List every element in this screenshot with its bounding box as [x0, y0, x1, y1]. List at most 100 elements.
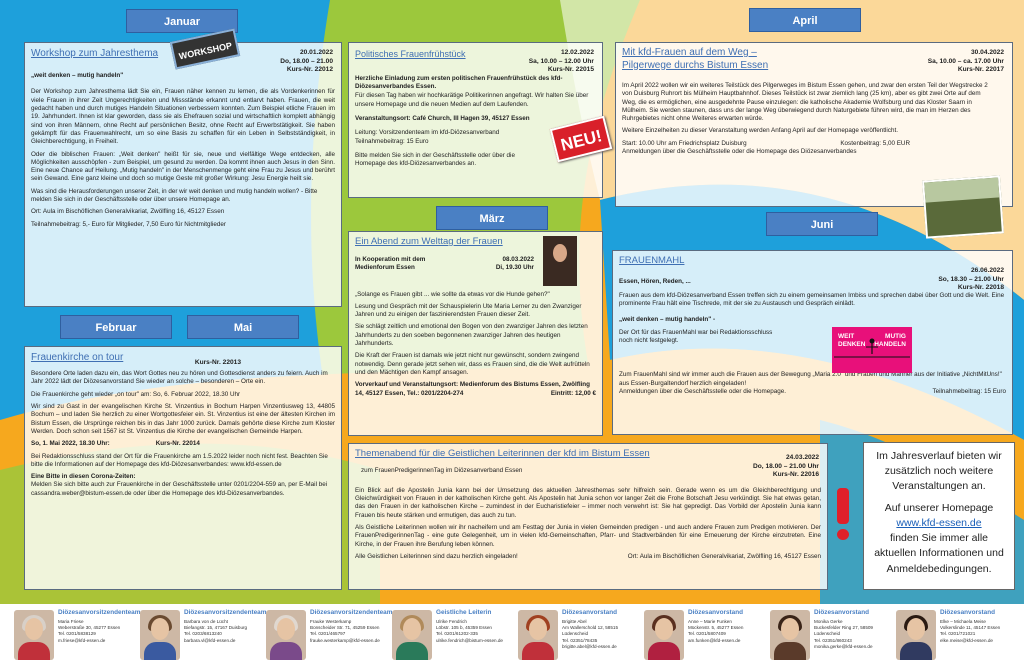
frauenkirche-mai-kurs: Kurs-Nr. 22014	[155, 440, 200, 448]
logo-handeln: HANDELN	[874, 341, 906, 348]
frauenmahl-beitrag: Teilnahmebeitrag: 15 Euro	[932, 387, 1006, 395]
workshop-paragraph-5: Teilnahmebeitrag: 5,- Euro für Mitgliede…	[31, 220, 226, 228]
frauenkirche-title[interactable]: Frauenkirche on tour	[31, 352, 124, 363]
weltfrauen-paragraph-1: „Solange es Frauen gibt ... wie sollte d…	[355, 290, 550, 298]
team-member-photo	[770, 610, 810, 660]
weltfrauen-paragraph-2: Lesung und Gespräch mit der Schauspieler…	[355, 302, 582, 319]
workshop-subtitle: „weit denken – mutig handeln"	[31, 72, 124, 80]
team-member-role: Diözesanvorsitzendenteam	[310, 609, 393, 616]
fruehstueck-paragraph-6: Bitte melden Sie sich in der Geschäftsst…	[355, 151, 515, 168]
pilgrim-photo	[922, 175, 1004, 239]
fruehstueck-date: 12.02.2022	[560, 49, 594, 56]
frauenmahl-subtitle: Essen, Hören, Reden, ...	[619, 277, 691, 285]
weltfrauen-eintritt: Eintritt: 12,00 €	[550, 389, 596, 397]
workshop-paragraph-2: Oder die biblischen Frauen: „Weit denken…	[31, 150, 335, 183]
team-member-details: Ulrike Fendrich Löbstr. 105 b, 45359 Ess…	[436, 619, 503, 643]
exclamation-icon	[836, 488, 850, 540]
info-line-2: Auf unserer Homepage	[884, 501, 994, 514]
pilgerwege-time: Sa, 10.00 – ca. 17.00 Uhr	[927, 57, 1004, 65]
pilgerwege-paragraph-1: Im April 2022 wollen wir ein weiteres Te…	[622, 82, 988, 123]
frauenmahl-paragraph-5: Anmeldungen über die Geschäftsstelle ode…	[619, 387, 786, 395]
team-member-role: Diözesanvorstand	[562, 609, 618, 616]
themenabend-date: 24.03.2022	[785, 454, 819, 461]
fruehstueck-paragraph-3: Veranstaltungsort: Café Church, III Hage…	[355, 115, 530, 123]
month-tab-februar: Februar	[60, 315, 172, 339]
frauenmahl-paragraph-3: Der Ort für das FrauenMahl war bei Redak…	[619, 328, 773, 345]
weltfrauen-date: 08.03.2022	[502, 256, 534, 263]
info-line-3: finden Sie immer alle aktuellen Informat…	[874, 532, 1004, 575]
frauenkirche-kurs: Kurs-Nr. 22013	[194, 359, 241, 366]
team-member-photo	[644, 610, 684, 660]
team-member-role: Diözesanvorsitzendenteam	[184, 609, 267, 616]
frauenkirche-mai-date: So, 1. Mai 2022, 18.30 Uhr:	[31, 440, 110, 448]
team-member-details: Monika Gerke Buckesfelder Ring 27, 58509…	[814, 619, 873, 649]
weltfrauen-paragraph-3: Sie schlägt zeitlich und emotional den B…	[355, 323, 588, 348]
themenabend-meta: 24.03.2022 Do, 18.00 – 21.00 Uhr Kurs-Nr…	[753, 454, 819, 480]
team-member-photo	[896, 610, 936, 660]
workshop-title[interactable]: Workshop zum Jahresthema	[31, 48, 159, 59]
frauenkirche-paragraph-7: Melden Sie sich bitte auch zur Frauenkir…	[31, 481, 328, 497]
frauenkirche-corona-title: Eine Bitte in diesen Corona-Zeiten:	[31, 473, 136, 481]
fruehstueck-paragraph-2: Für diesen Tag haben wir hochkarätige Po…	[355, 92, 589, 108]
month-tab-mai: Mai	[187, 315, 299, 339]
themenabend-time: Do, 18.00 – 21.00 Uhr	[753, 462, 819, 470]
logo-weit: WEIT	[838, 333, 855, 340]
fruehstueck-title[interactable]: Politisches Frauenfrühstück	[355, 49, 466, 59]
team-member-photo	[140, 610, 180, 660]
weltfrauen-title[interactable]: Ein Abend zum Welttag der Frauen	[355, 236, 503, 247]
frauenkirche-paragraph-3: Wir sind zu Gast in der evangelischen Ki…	[31, 403, 335, 435]
homepage-link[interactable]: www.kfd-essen.de	[896, 516, 982, 529]
team-member-photo	[14, 610, 54, 660]
fruehstueck-box: Politisches Frauenfrühstück 12.02.2022 S…	[348, 42, 603, 198]
frauenmahl-time: So, 18.30 – 21.00 Uhr	[938, 275, 1004, 283]
frauenmahl-meta: 26.06.2022 So, 18.30 – 21.00 Uhr Kurs-Nr…	[938, 267, 1004, 293]
pilgerwege-kurs: Kurs-Nr. 22017	[957, 66, 1004, 74]
fruehstueck-paragraph-4: Leitung: Vorsitzendenteam im kfd-Diözesa…	[355, 129, 500, 137]
workshop-box: Workshop zum Jahresthema 20.01.2022 Do, …	[24, 42, 342, 307]
weltfrauen-meta: 08.03.2022 Di, 19.30 Uhr	[464, 256, 534, 273]
team-member-photo	[392, 610, 432, 660]
team-member-details: Anne – Marie Funken Mückenstr. 5, 45277 …	[688, 619, 744, 643]
tightrope-icon	[834, 338, 910, 358]
weltfrauen-box: Ein Abend zum Welttag der Frauen In Koop…	[348, 231, 603, 436]
workshop-meta: 20.01.2022 Do, 18.00 – 21.00 Kurs-Nr. 22…	[280, 49, 333, 75]
team-member-details: Frauke Westerkamp Bonscheider Str. 71, 4…	[310, 619, 380, 643]
weltfrauen-time: Di, 19.30 Uhr	[495, 264, 534, 272]
info-line-1: Im Jahresverlauf bieten wir zusätzlich n…	[876, 450, 1002, 493]
team-member-details: Barbara von de Lücht Biefangstr. 15, 471…	[184, 619, 248, 643]
frauenkirche-paragraph-1: Besondere Orte laden dazu ein, das Wort …	[31, 370, 328, 386]
frauenmahl-paragraph-4: Zum FrauenMahl sind wir immer auch die F…	[619, 371, 1002, 387]
team-member-details: Brigitte Abel Am Wallerschold 12, 58515 …	[562, 619, 619, 649]
month-tab-januar: Januar	[126, 9, 238, 33]
month-tab-april: April	[749, 8, 861, 32]
speaker-photo	[543, 236, 577, 286]
info-box: Im Jahresverlauf bieten wir zusätzlich n…	[863, 442, 1015, 590]
frauenkirche-paragraph-5: Bei Redaktionsschluss stand der Ort für …	[31, 452, 328, 468]
workshop-date: 20.01.2022	[299, 49, 333, 56]
pilgerwege-meta: 30.04.2022 Sa, 10.00 – ca. 17.00 Uhr Kur…	[928, 49, 1004, 75]
frauenkirche-paragraph-2: Die Frauenkirche geht wieder „on tour" a…	[31, 390, 241, 398]
logo-mutig: MUTIG	[885, 333, 906, 340]
pilgerwege-title[interactable]: Mit kfd-Frauen auf dem Weg – Pilgerwege …	[622, 47, 769, 71]
themenabend-ort: Ort: Aula im Bischöflichen Generalvikari…	[627, 552, 821, 560]
themenabend-paragraph-3: Alle Geistlichen Leiterinnen sind dazu h…	[355, 552, 518, 560]
frauenmahl-paragraph-1: Frauen aus dem kfd-Diözesanverband Essen…	[619, 291, 1005, 308]
themenabend-box: Themenabend für die Geistlichen Leiterin…	[348, 443, 828, 590]
workshop-paragraph-4: Ort: Aula im Bischöflichen Generalvikari…	[31, 208, 225, 216]
pilgerwege-date: 30.04.2022	[970, 49, 1004, 56]
weit-denken-logo: WEIT DENKEN MUTIG HANDELN	[832, 327, 912, 373]
themenabend-title[interactable]: Themenabend für die Geistlichen Leiterin…	[355, 448, 650, 459]
frauenmahl-date: 26.06.2022	[970, 267, 1004, 274]
month-tab-maerz: März	[436, 206, 548, 230]
team-member-role: Diözesanvorstand	[814, 609, 870, 616]
fruehstueck-paragraph-5: Teilnahmebeitrag: 15 Euro	[355, 137, 429, 145]
month-tab-juni: Juni	[766, 212, 878, 236]
team-member-role: Diözesanvorstand	[940, 609, 996, 616]
frauenmahl-title[interactable]: FRAUENMAHL	[619, 255, 685, 266]
team-member-details: Elke – Michaela Meise Volkerslinde 11, 4…	[940, 619, 1001, 643]
weltfrauen-paragraph-4: Die Kraft der Frauen ist damals wie jetz…	[355, 352, 590, 376]
